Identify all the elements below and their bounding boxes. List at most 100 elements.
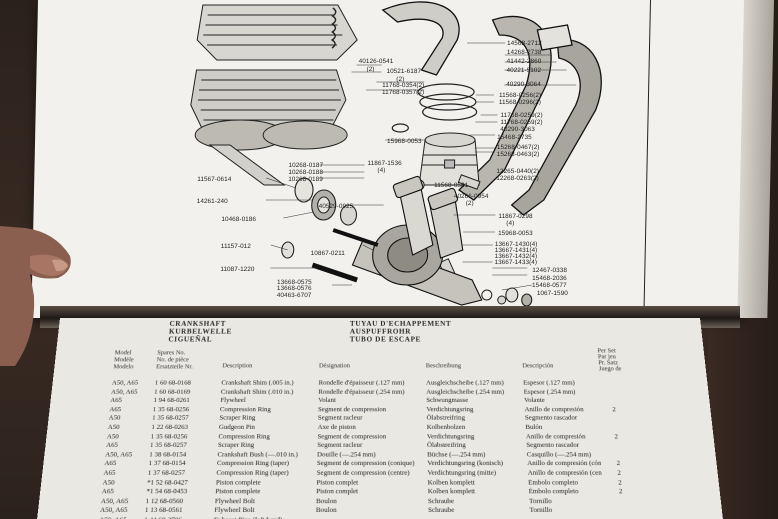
table-cell-part: *1 54 68-0453 xyxy=(146,487,188,496)
spring-drawing xyxy=(330,7,337,49)
table-cell-desc: Compression Ring (taper) xyxy=(216,469,289,477)
table-cell-es: Anillo de compresión (cónico) xyxy=(527,460,602,468)
table-cell-de: Schwungmasse xyxy=(426,396,469,405)
table-cell-part: 1 38 68-0154 xyxy=(148,450,187,459)
column-header: Description xyxy=(222,362,253,370)
table-cell-desc: Crankshaft Bush (—.010 in.) xyxy=(217,450,299,459)
table-cell-de: Verdichtungsring (mitte) xyxy=(427,469,497,477)
part-label: 10268-0187 xyxy=(288,162,324,169)
part-label: 41442-2860 xyxy=(506,58,542,65)
table-cell-fr: Piston complet xyxy=(316,487,359,496)
table-cell-desc: Scraper Ring xyxy=(219,414,256,423)
part-label: 12268-0263(2) xyxy=(496,175,539,182)
table-cell-fr: Volant xyxy=(318,396,336,405)
part-label: 15268-0467(2) xyxy=(496,144,540,151)
part-label: 11768-0259(2) xyxy=(500,112,543,119)
part-label: 11867-1536 xyxy=(367,160,402,167)
table-cell-model: A50, A65 xyxy=(110,388,138,396)
table-cell-desc: Compression Ring xyxy=(218,432,270,441)
part-label: (2) xyxy=(366,66,375,73)
table-cell-desc: Scraper Ring xyxy=(217,441,255,450)
part-label: 15968-0053 xyxy=(386,138,422,145)
hand-holding-book xyxy=(0,226,71,366)
table-cell-es: Segmento rascador xyxy=(526,441,580,450)
table-cell-es: Bulón xyxy=(525,423,543,432)
table-cell-fr: Segment racleur xyxy=(317,414,363,423)
table-cell-desc: Piston complete xyxy=(215,487,261,496)
table-cell-de: Kolben komplett xyxy=(427,478,475,487)
part-label: 14261-240 xyxy=(196,198,228,205)
table-cell-model: A50, A65 xyxy=(100,497,129,506)
part-label: 11768-0354(2) xyxy=(382,82,425,89)
part-label: 14568-2712 xyxy=(507,40,542,47)
table-cell-fr: Segment de compression xyxy=(317,432,387,441)
column-header: Modelo xyxy=(113,363,134,371)
table-cell-es: Anillo de compresión xyxy=(524,405,584,414)
part-label: 12265-0440(2) xyxy=(496,168,540,175)
table-cell-part: 1 12 68-0560 xyxy=(145,497,184,506)
part-label: 10867-0211 xyxy=(310,250,345,257)
part-label: 11768-0259(2) xyxy=(500,119,543,126)
part-label: 40126-0541 xyxy=(358,58,394,65)
table-cell-desc: Flywheel Bolt xyxy=(214,497,256,506)
piston-drawing xyxy=(418,132,480,186)
manual-upper-page: 14568-2712 14268-2738 41442-2860 40221-5… xyxy=(31,0,750,318)
table-cell-part: 1 37 68-0154 xyxy=(148,460,186,468)
column-header: Model xyxy=(114,349,132,357)
column-header: Beschreibung xyxy=(425,362,462,370)
table-cell-fr: Segment racleur xyxy=(317,441,363,450)
table-cell-part: 1 60 68-0169 xyxy=(153,388,191,396)
part-label: 11157-012 xyxy=(220,243,251,250)
table-cell-de: Kolbenbolzen xyxy=(426,423,466,432)
section-title: AUSPUFFROHR xyxy=(349,327,412,336)
table-cell-fr: Douille (—.254 mm) xyxy=(316,450,376,459)
table-cell-es: Casquillo (—.254 mm) xyxy=(526,450,592,459)
table-cell-es: Émbolo completo xyxy=(528,487,579,496)
table-cell-model: A50, A65 xyxy=(111,379,139,387)
table-cell-qty: 2 xyxy=(616,460,621,468)
table-cell-model: A50 xyxy=(106,432,120,441)
bearings-drawing xyxy=(281,177,533,307)
table-cell-fr: Boulon xyxy=(316,497,337,506)
part-label: 11568-0256(2) xyxy=(498,92,542,99)
manual-lower-page: CRANKSHAFT KURBELWELLE CIGUEÑAL TUYAU D'… xyxy=(36,318,724,519)
table-cell-part: 1 13 68-0561 xyxy=(144,506,183,515)
table-cell-part: 1 35 68-0256 xyxy=(152,405,190,414)
section-title: KURBELWELLE xyxy=(168,327,233,336)
part-label: (4) xyxy=(377,167,386,174)
part-label: 40290-3063 xyxy=(500,126,535,133)
table-cell-desc: Gudgeon Pin xyxy=(218,423,256,432)
table-cell-model: A65 xyxy=(109,396,123,405)
table-cell-de: Verdichtungsring xyxy=(426,432,475,441)
column-header: Ersatzteile Nr. xyxy=(155,363,194,371)
part-label: 15968-0053 xyxy=(498,230,533,237)
part-label: 40221-5102 xyxy=(506,67,542,74)
part-label: 11568-0296(2) xyxy=(498,99,542,106)
table-cell-part: 1 94 68-0261 xyxy=(153,396,190,405)
table-cell-de: Büchse (—.254 mm) xyxy=(427,450,486,459)
table-cell-model: A65 xyxy=(105,441,119,450)
table-cell-desc: Crankshaft Shim (.005 in.) xyxy=(221,379,294,387)
part-label: 40266-0954 xyxy=(453,193,489,200)
table-cell-part: 1 35 68-0257 xyxy=(149,441,188,450)
section-title: TUYAU D'ECHAPPEMENT xyxy=(349,319,452,328)
table-cell-fr: Rondelle d'épaisseur (.127 mm) xyxy=(318,379,405,387)
part-label: 12467-0338 xyxy=(532,267,568,274)
table-cell-de: Schraube xyxy=(428,506,455,515)
cylinder-head-drawing xyxy=(190,4,358,186)
table-cell-de: Verdichtungsring xyxy=(426,405,474,414)
table-cell-model: A65 xyxy=(109,405,122,414)
table-row: A65 1 35 68-0257 Scraper Ring Segment racle… xyxy=(45,442,715,451)
table-cell-model: A50 xyxy=(107,423,120,432)
table-cell-qty: 2 xyxy=(618,487,623,496)
table-cell-de: Ölabstreifring xyxy=(426,441,466,450)
part-label: 11768-0357(2) xyxy=(381,89,425,96)
table-cell-es: Espesor (.254 mm) xyxy=(523,388,576,396)
table-cell-fr: Segment de compression (conique) xyxy=(316,460,415,468)
section-title: TUBO DE ESCAPE xyxy=(349,335,422,344)
